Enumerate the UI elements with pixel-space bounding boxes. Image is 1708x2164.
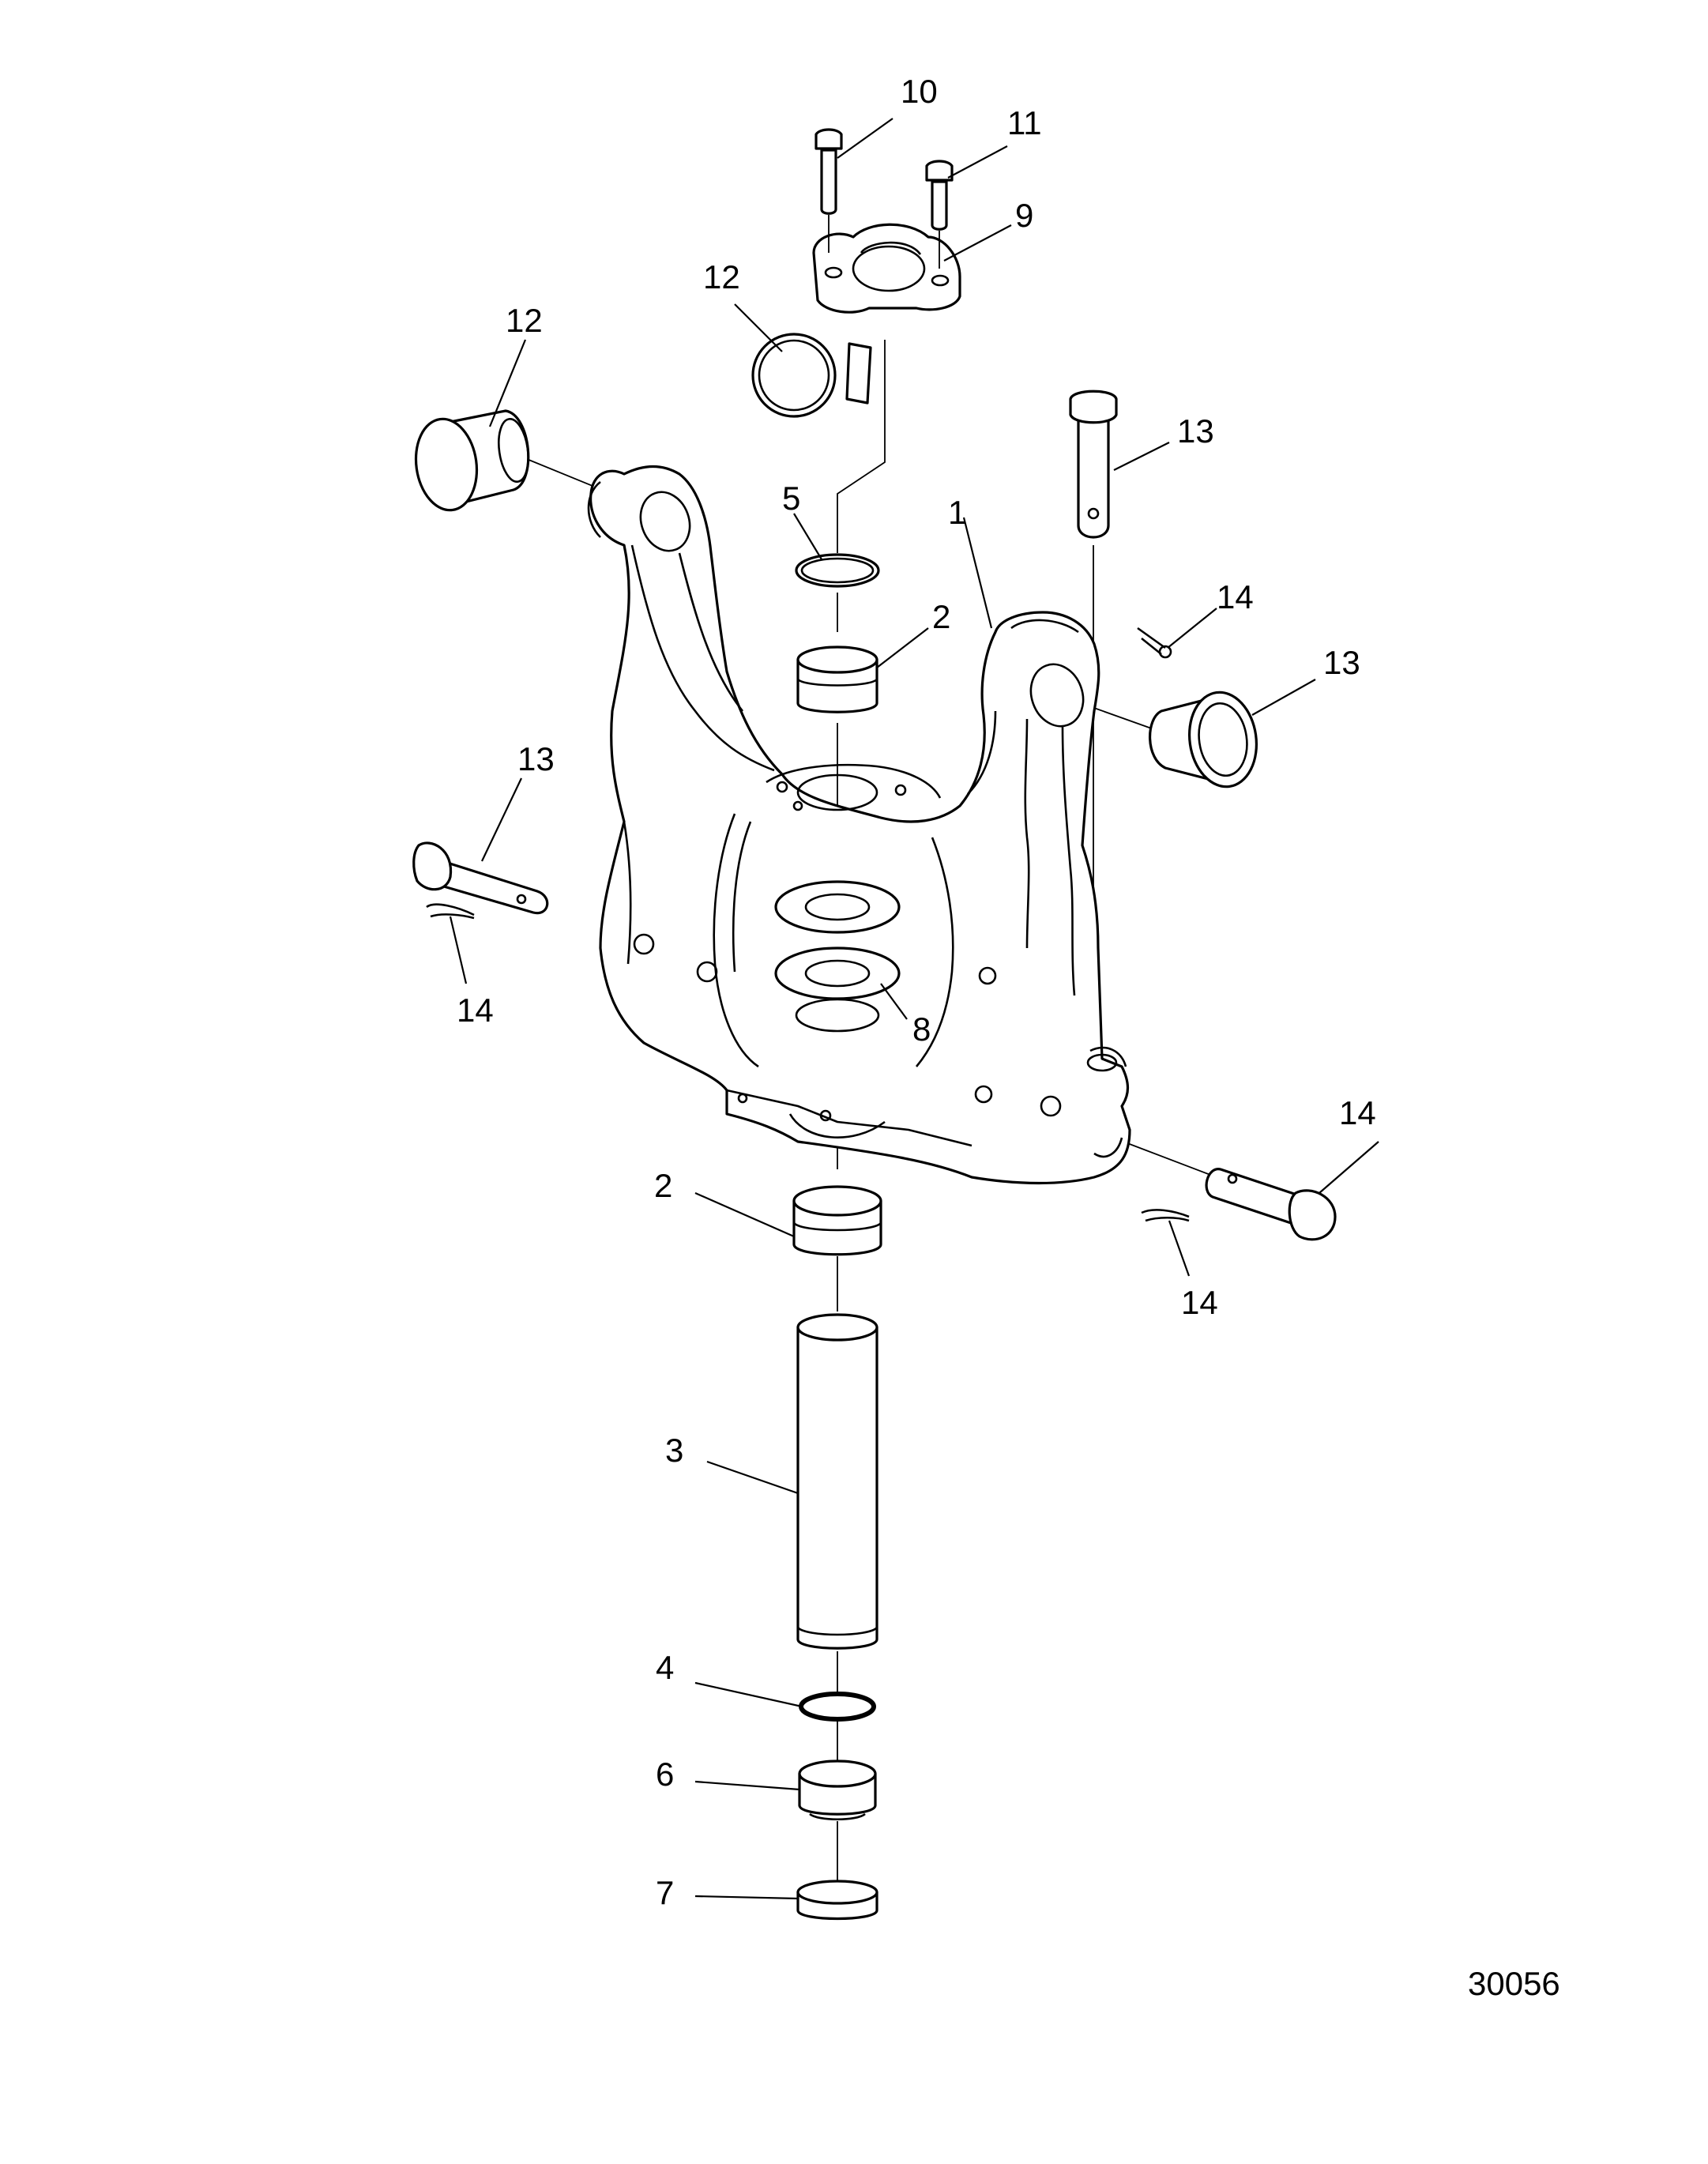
washer-part-8: [774, 880, 901, 1000]
callout-2: 2: [654, 1167, 673, 1204]
callout-4: 4: [656, 1649, 675, 1686]
cotter-pin-part-14-right: [1141, 1209, 1190, 1222]
callout-5: 5: [782, 480, 801, 517]
callout-14: 14: [1181, 1284, 1218, 1321]
callout-9: 9: [1015, 197, 1034, 234]
callout-12: 12: [506, 302, 543, 339]
callout-12: 13: [1323, 644, 1360, 681]
callout-10: 10: [901, 73, 938, 110]
callout-3: 3: [665, 1432, 684, 1469]
callout-8: 8: [912, 1010, 931, 1048]
cap-part-7: [796, 1880, 878, 1921]
callout-10: 11: [1007, 104, 1042, 141]
oring-part-4: [799, 1692, 876, 1722]
leader-lines: [449, 118, 1379, 1900]
callout-7: 7: [656, 1874, 675, 1911]
bracket-part-9: [812, 223, 961, 314]
hose-clamp-part-11: [751, 333, 872, 418]
pin-part-13-top: [1069, 390, 1118, 539]
callout-14: 14: [457, 992, 494, 1029]
seal-part-5: [795, 553, 880, 588]
callout-11: 12: [703, 258, 740, 295]
flanged-bushing-part-12-left: [414, 409, 530, 512]
callout-13: 13: [517, 740, 555, 777]
cotter-pin-part-14-left: [426, 903, 475, 920]
pin-part-13-right: [1205, 1168, 1337, 1241]
screw-part-10-right: [925, 160, 954, 269]
flanged-bushing-part-12-right: [1148, 691, 1258, 788]
callout-2: 2: [932, 598, 951, 635]
figure-id: 30056: [1468, 1965, 1560, 2002]
screw-part-10-left: [814, 128, 843, 253]
callout-1: 1: [948, 494, 967, 531]
bushing-part-2-lower: [792, 1185, 882, 1256]
bushing-part-6: [798, 1759, 877, 1820]
housing-part-1: [587, 465, 1131, 1185]
callout-6: 6: [656, 1756, 675, 1793]
pin-part-13-left: [412, 841, 549, 915]
callout-14: 14: [1217, 578, 1254, 615]
shaft-part-3: [796, 1313, 878, 1650]
callout-13: 14: [1339, 1094, 1376, 1131]
bushing-part-2-upper: [796, 645, 878, 713]
cotter-pin-part-14-upper: [1137, 627, 1172, 659]
callout-13: 13: [1177, 412, 1214, 450]
